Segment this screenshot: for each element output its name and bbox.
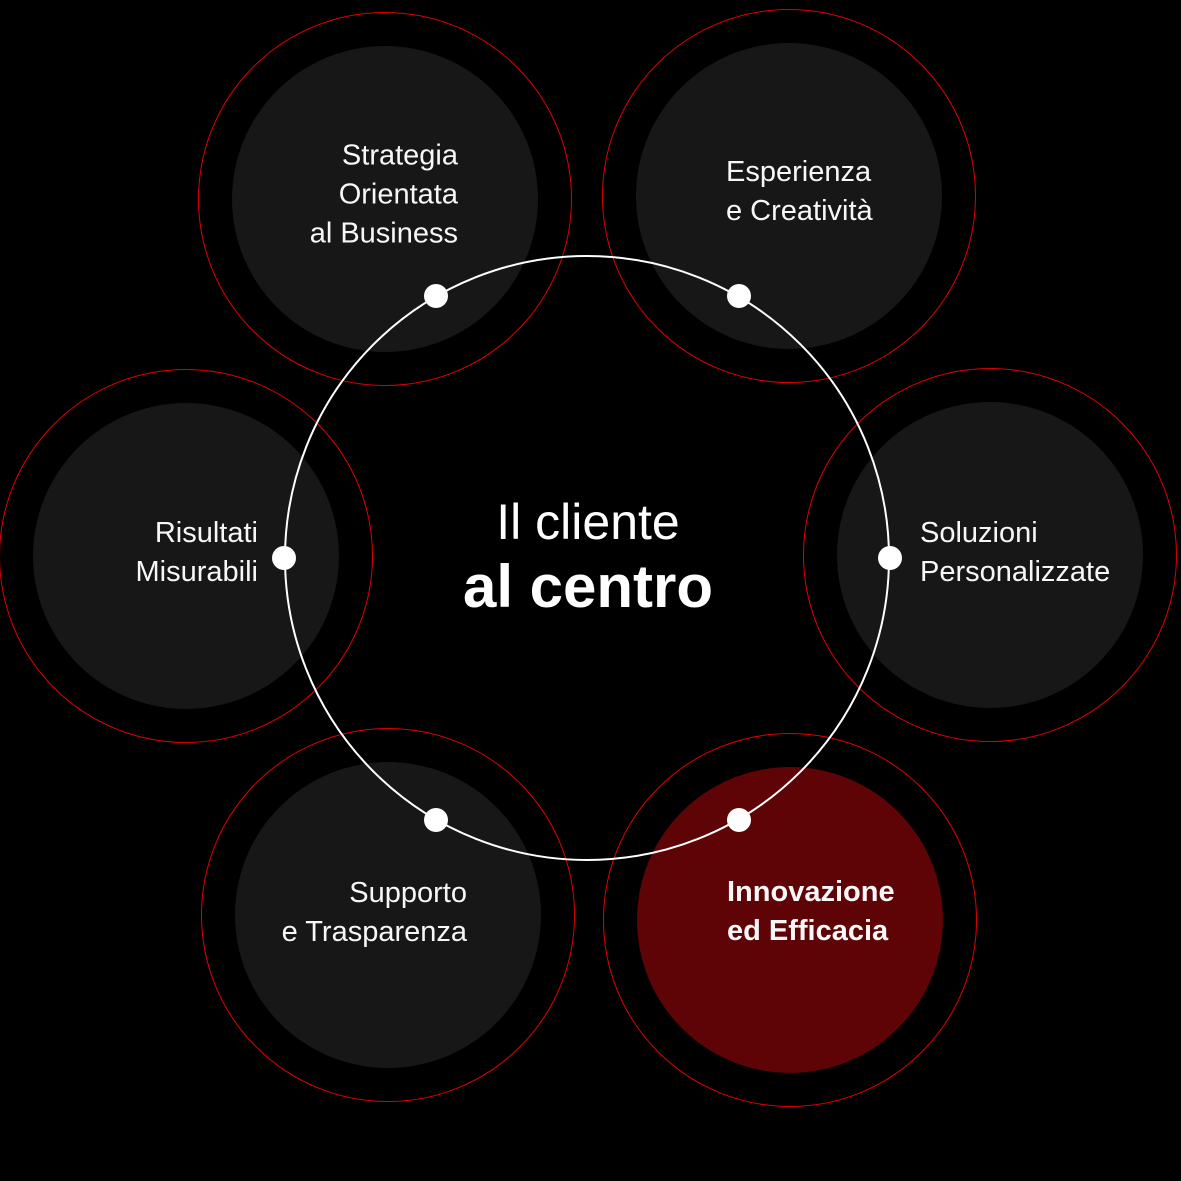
node-label-strategia: Strategia Orientata al Business: [309, 139, 458, 250]
connector-dot-bottom-right: [727, 808, 751, 832]
connector-dot-top-right: [727, 284, 751, 308]
connector-dot-right: [878, 546, 902, 570]
node-label-risultati: Risultati Misurabili: [135, 517, 258, 588]
center-title: Il cliente al centro: [463, 491, 713, 621]
center-title-line2: al centro: [462, 553, 714, 620]
node-label-esperienza: Esperienza e Creatività: [726, 156, 873, 227]
connector-dot-left: [272, 546, 296, 570]
connector-dot-top-left: [424, 284, 448, 308]
node-label-soluzioni: Soluzioni Personalizzate: [920, 517, 1111, 588]
node-label-supporto: Supporto e Trasparenza: [281, 877, 467, 948]
node-label-innovazione: Innovazione ed Efficacia: [727, 876, 895, 947]
connector-dot-bottom-left: [424, 808, 448, 832]
center-title-line1: Il cliente: [496, 494, 680, 550]
